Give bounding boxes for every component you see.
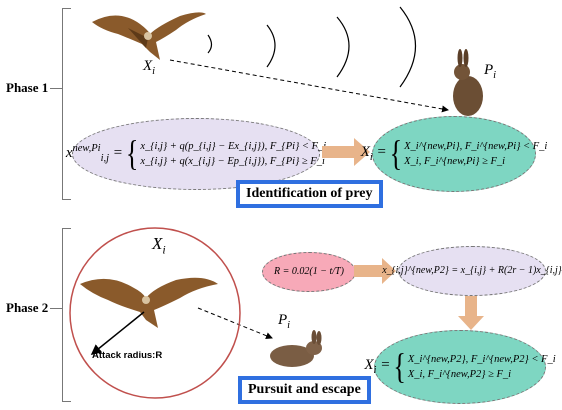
flow-arrow-phase2-down bbox=[458, 296, 484, 330]
phase1-tick bbox=[50, 88, 62, 90]
position-update-formula-phase2: x_{i,j}^{new,P2} = x_{i,j} + R(2r − 1)x_… bbox=[382, 246, 562, 296]
radius-formula: R = 0.02(1 − t/T) bbox=[262, 252, 356, 292]
pursuit-arrow-phase1 bbox=[169, 59, 449, 339]
phase1-bracket bbox=[62, 8, 71, 200]
pursuit-and-escape-box: Pursuit and escape bbox=[238, 376, 371, 404]
rabbit-illustration bbox=[270, 330, 322, 367]
prey-label-phase2: Pi bbox=[278, 312, 291, 331]
sound-waves bbox=[207, 6, 417, 88]
identification-of-prey-box: Identification of prey bbox=[236, 180, 383, 208]
selection-formula-phase1: Xi = { X_i^{new,Pi}, F_i^{new,Pi} < F_i … bbox=[361, 116, 547, 192]
hare-illustration bbox=[453, 49, 483, 116]
phase2-bracket bbox=[62, 228, 71, 402]
position-update-formula: xnew,Pii,j = { x_{i,j} + q(p_{i,j} − Ex_… bbox=[66, 118, 326, 190]
phase2-tick bbox=[50, 308, 62, 310]
flow-arrow-phase1 bbox=[322, 138, 370, 166]
phase2-label: Phase 2 bbox=[6, 300, 49, 315]
hawk-label-phase2: Xi bbox=[152, 234, 166, 257]
selection-formula-phase2: Xi = { X_i^{new,P2}, F_i^{new,P2} < F_i … bbox=[364, 330, 556, 404]
flow-arrow-phase2-right bbox=[354, 258, 396, 284]
attack-radius-circle bbox=[69, 227, 241, 399]
prey-label-phase1: Pi bbox=[484, 62, 497, 81]
attack-radius-label: Attack radius:R bbox=[92, 350, 163, 361]
phase1-label: Phase 1 bbox=[6, 80, 49, 95]
hawk-label-phase1: Xi bbox=[143, 58, 156, 77]
hawk-illustration bbox=[92, 12, 206, 60]
